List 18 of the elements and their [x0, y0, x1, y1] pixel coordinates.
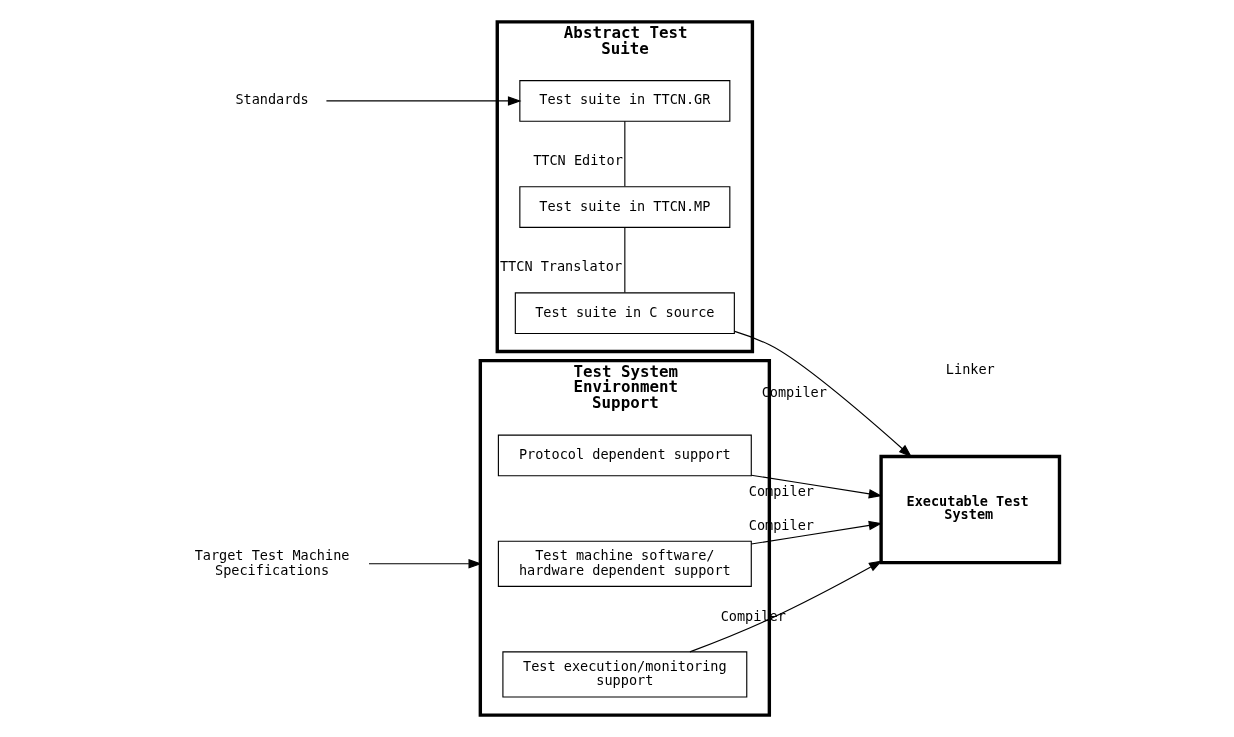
- edge-label: TTCN Translator: [499, 257, 622, 274]
- node-box: Test suite in TTCN.MP: [518, 186, 730, 228]
- node-text: Target Test Machine Specifications: [194, 546, 349, 578]
- node-box: Test machine software/ hardware dependent support: [497, 540, 752, 587]
- connector: [623, 120, 625, 187]
- connector: [623, 226, 625, 293]
- label: Linker: [945, 361, 995, 378]
- arrow: [325, 96, 521, 106]
- node-text: Standards: [234, 91, 309, 108]
- arrow: [367, 559, 482, 569]
- node-box: Test suite in C source: [514, 292, 735, 335]
- node-box: Executable Test System: [878, 454, 1061, 565]
- arrow: [733, 330, 912, 458]
- edge-label: TTCN Editor: [532, 151, 623, 168]
- arrow: [688, 560, 882, 653]
- node-box: Test execution/monitoring support: [501, 651, 747, 698]
- node-box: Protocol dependent support: [497, 434, 752, 477]
- node-box: Test suite in TTCN.GR: [518, 80, 730, 122]
